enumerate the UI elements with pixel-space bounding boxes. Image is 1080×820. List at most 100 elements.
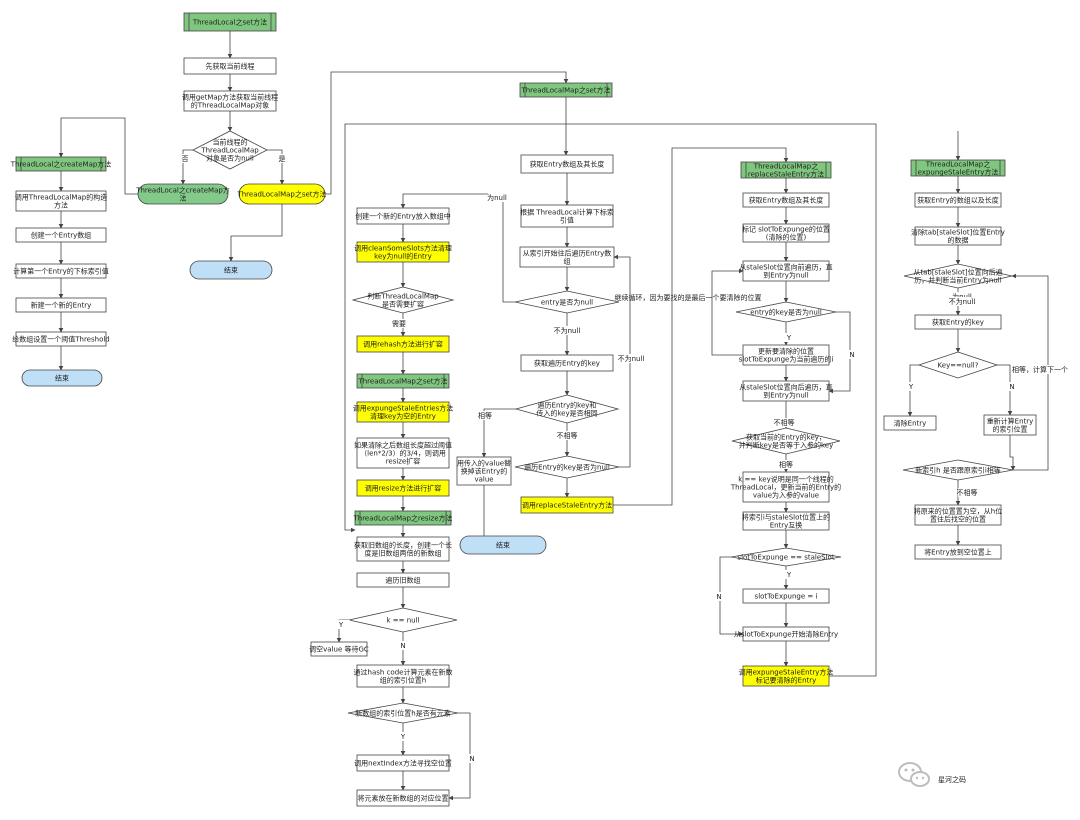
node-ex-traverse: 从tab[staleSlot]位置向后遍历，并判断当前Entry为null <box>903 263 1013 289</box>
connector-arrow <box>267 149 285 185</box>
edge-label-bg <box>902 382 920 391</box>
node-label: 获取旧数组的长度，创建一个长 <box>354 541 452 550</box>
node-label: 给数组设置一个阈值Threshold <box>12 335 110 344</box>
node-label: 到Entry为null <box>763 271 808 280</box>
connector-arrow <box>907 364 919 417</box>
node-label: 新建一个新的Entry <box>31 301 92 310</box>
node-label: 方法 <box>54 201 68 210</box>
node-label: 传入的key是否相同 <box>536 409 597 418</box>
connector-arrow <box>481 408 516 458</box>
node-label: 获取当前的Entry的key， <box>746 433 826 442</box>
node-label: entry是否为null <box>541 298 593 307</box>
connector-arrow <box>58 117 138 195</box>
node-rs-traverse: 遍历旧数组 <box>356 572 450 588</box>
edge-label: 不相等 <box>957 488 978 497</box>
node-label: entry的key是否为null <box>750 308 822 317</box>
edge-label: Y <box>400 733 406 741</box>
node-label: 调用expungeStaleEntries方法 <box>353 404 454 413</box>
connector-arrow <box>997 364 1013 416</box>
node-label: 调用expungeStaleEntry方法 <box>739 668 834 677</box>
node-ms-get-arr: 获取Entry数组及其长度 <box>520 154 614 174</box>
node-label: value <box>474 476 493 484</box>
node-rs-put: 将元素放在新数组的对应位置 <box>356 789 450 807</box>
node-label: k == null <box>387 617 420 625</box>
connector-arrow <box>344 123 877 677</box>
node-label: 创建一个Entry数组 <box>31 231 92 240</box>
node-label: （len*2/3）的3/4，则调用 <box>360 449 446 458</box>
node-label: 的ThreadLocalMap对象 <box>191 101 269 110</box>
edge-label-bg <box>622 354 640 363</box>
node-label: 引值 <box>560 216 574 225</box>
node-ex-k-null: Key==null? <box>917 351 999 379</box>
wechat-icon <box>898 762 930 787</box>
node-label: 从索引开始往后遍历Entry数 <box>523 249 612 258</box>
edge-label: 不相等 <box>557 431 578 440</box>
node-label: 调用ThreadLocalMap的构造 <box>15 193 107 202</box>
node-label: 计算第一个Entry的下标索引值 <box>13 267 109 276</box>
node-label: ThreadLocalMap <box>200 147 259 155</box>
node-ms-title: ThreadLocalMap之set方法 <box>519 82 613 98</box>
node-rp-mark: 标记 slotToExpunge的位置(清除的位置) <box>742 223 830 243</box>
node-label: 当前线程的 <box>213 138 248 147</box>
node-rs-gc: 调空value 等待GC <box>309 641 369 657</box>
edge-label: Y <box>338 621 344 629</box>
node-label: 清理key为空的Entry <box>370 412 436 421</box>
node-label: ThreadLocalMap之 <box>753 162 818 171</box>
node-label: ThreadLocal之createMap方法 <box>10 160 112 169</box>
edge-label-bg <box>775 418 793 427</box>
node-label: 结束 <box>224 266 238 275</box>
edge-label: 为null <box>952 292 972 301</box>
connector-arrow <box>180 149 193 185</box>
node-cm-threshold: 给数组设置一个阈值Threshold <box>12 331 110 347</box>
node-label: 将原来的位置置为空，从h位 <box>914 507 1002 516</box>
node-label: 的数据 <box>948 236 969 245</box>
watermark-text: 星河之码 <box>938 775 966 784</box>
node-label: 根据 ThreadLocal计算下标索 <box>520 208 614 217</box>
node-label: 调用resize方法进行扩容 <box>365 484 442 493</box>
node-label: 调用replaceStaleEntry方法 <box>522 501 612 510</box>
node-ms-new-entry: 创建一个新的Entry放入数组中 <box>355 207 451 225</box>
node-ms-end: 结束 <box>459 535 547 555</box>
node-label: 结束 <box>496 541 510 550</box>
node-label: 将元素放在新数组的对应位置 <box>358 794 449 803</box>
node-label: 将索引i与staleSlot位置上的 <box>742 513 830 522</box>
node-label: 获取Entry数组及其长度 <box>749 196 824 205</box>
node-label: ThreadLocalMap之resize方法 <box>353 514 453 523</box>
node-ex-h-eq-i: 新索引h 是否跟原索引i相等 <box>902 459 1014 481</box>
node-label: 获取Entry数组及其长度 <box>530 160 605 169</box>
edge-label: 相等，计算下一个 <box>1012 365 1068 374</box>
edge-label-bg <box>710 592 728 601</box>
node-ms-key-null: 遍历Entry的key是否为null <box>514 455 620 479</box>
node-rp-clean-from: 从slotToExpunge开始清除Entry <box>734 626 838 642</box>
node-label: 从staleSlot位置向后遍历，直 <box>739 383 832 392</box>
node-label: ThreadLocal之set方法 <box>192 18 267 27</box>
node-rs-has-elem: 新数组的索引位置h是否有元素 <box>347 702 459 724</box>
node-label: 调用rehash方法进行扩容 <box>363 340 443 349</box>
node-label: 更新要清除的位置 <box>758 347 814 356</box>
edge-label: 是 <box>279 155 286 163</box>
node-label: 通过hash code计算元素在新数 <box>354 668 453 677</box>
node-label: slotToExpunge == staleSlot <box>737 554 834 562</box>
edge-label: 不相等 <box>774 418 795 427</box>
edge-label: 不为null <box>554 326 581 335</box>
node-label: 并判断key是否等于入参的key <box>739 441 834 450</box>
node-cm-create-arr: 创建一个Entry数组 <box>15 227 107 243</box>
node-set-create-map: ThreadLocal之createMap方法 <box>135 183 230 205</box>
node-rp-key-null: entry的key是否为null <box>735 301 837 323</box>
node-rp-set-i: slotToExpunge = i <box>742 588 830 604</box>
node-label: key为null的Entry <box>374 252 432 261</box>
node-label: 遍历Entry的key是否为null <box>524 463 610 472</box>
node-label: 清除tab[staleSlot]位置Entry <box>911 228 1005 237</box>
edge-label-bg <box>463 754 481 763</box>
node-label: slotToExpunge为当前遍历的i <box>739 355 834 364</box>
node-label: 清除Entry <box>894 419 927 428</box>
node-rp-get-key: 获取当前的Entry的key，并判断key是否等于入参的key <box>731 427 841 455</box>
